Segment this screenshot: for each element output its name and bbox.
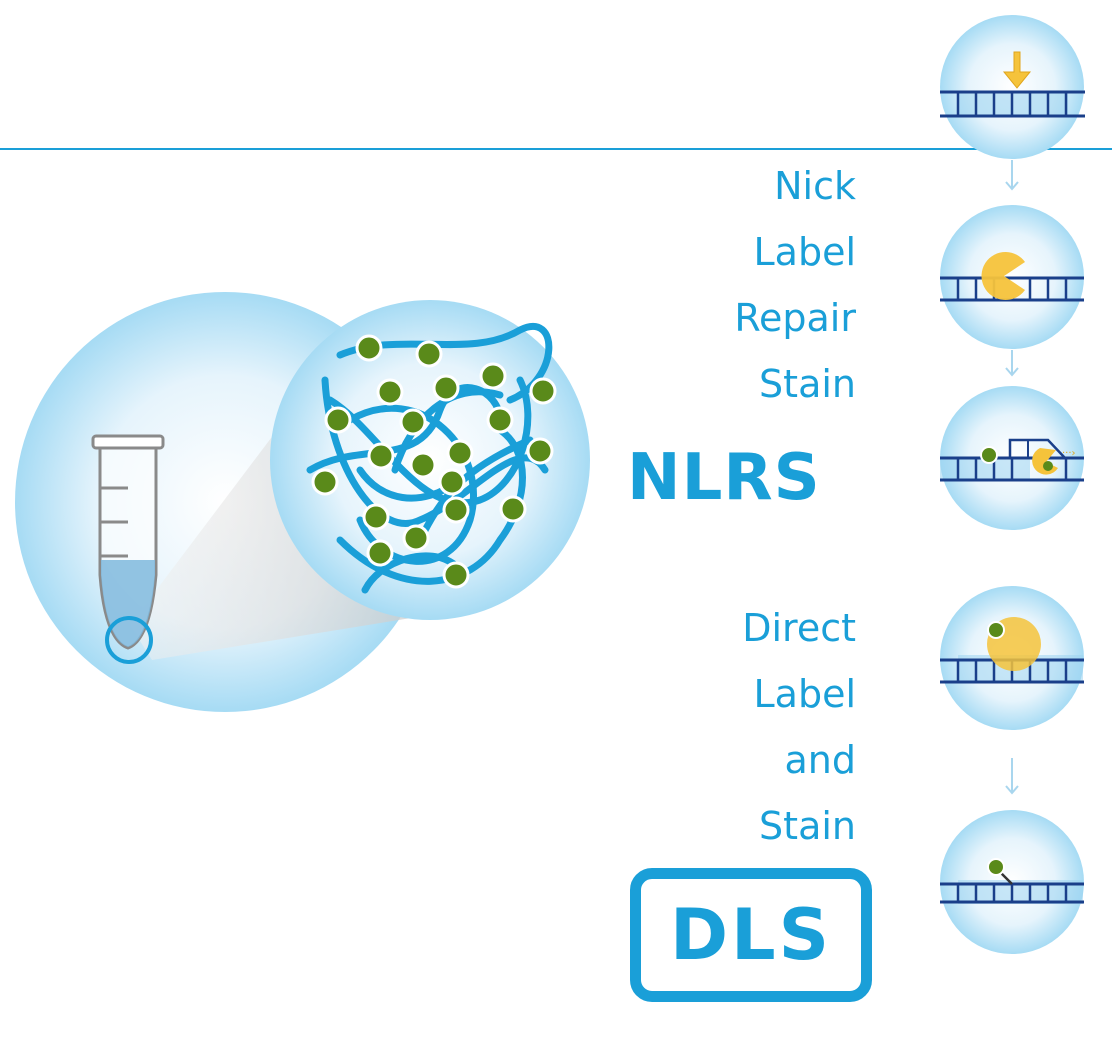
dls-step-stain: [940, 810, 1084, 954]
nlrs-step-label-stain: Stain: [759, 362, 856, 406]
dls-logo: DLS: [630, 868, 872, 1002]
dls-step-label-direct: Direct: [742, 606, 856, 650]
svg-text:···›: ···›: [1062, 448, 1076, 459]
dls-step-label-and: and: [784, 738, 857, 782]
dls-step-label-label: Label: [753, 672, 856, 716]
nlrs-step-label: [940, 205, 1084, 349]
header-rule: [0, 148, 1112, 150]
dls-step-label-stain: Stain: [759, 804, 856, 848]
nlrs-step-repair: ···›: [940, 386, 1084, 530]
dls-step-label: [940, 586, 1084, 730]
nlrs-logo: NLRS: [627, 441, 821, 515]
nlrs-step-label-nick: Nick: [774, 164, 856, 208]
nlrs-step-label-repair: Repair: [734, 296, 856, 340]
sample-tube-icon: [91, 434, 165, 664]
fluorescent-label-dots: [311, 334, 557, 589]
polymerase-icon: [981, 251, 1025, 300]
nicking-arrow-icon: [1002, 51, 1032, 89]
nlrs-step-label-label: Label: [753, 230, 856, 274]
magnified-dna-bubble: [270, 300, 590, 620]
labeled-dna-icon: [987, 858, 1013, 885]
flow-arrow-icon: [1005, 350, 1019, 377]
flow-arrow-icon: [1005, 758, 1019, 795]
dls-logo-text: DLS: [669, 894, 833, 976]
flow-arrow-icon: [1005, 160, 1019, 191]
nlrs-step-nick: [940, 15, 1085, 159]
